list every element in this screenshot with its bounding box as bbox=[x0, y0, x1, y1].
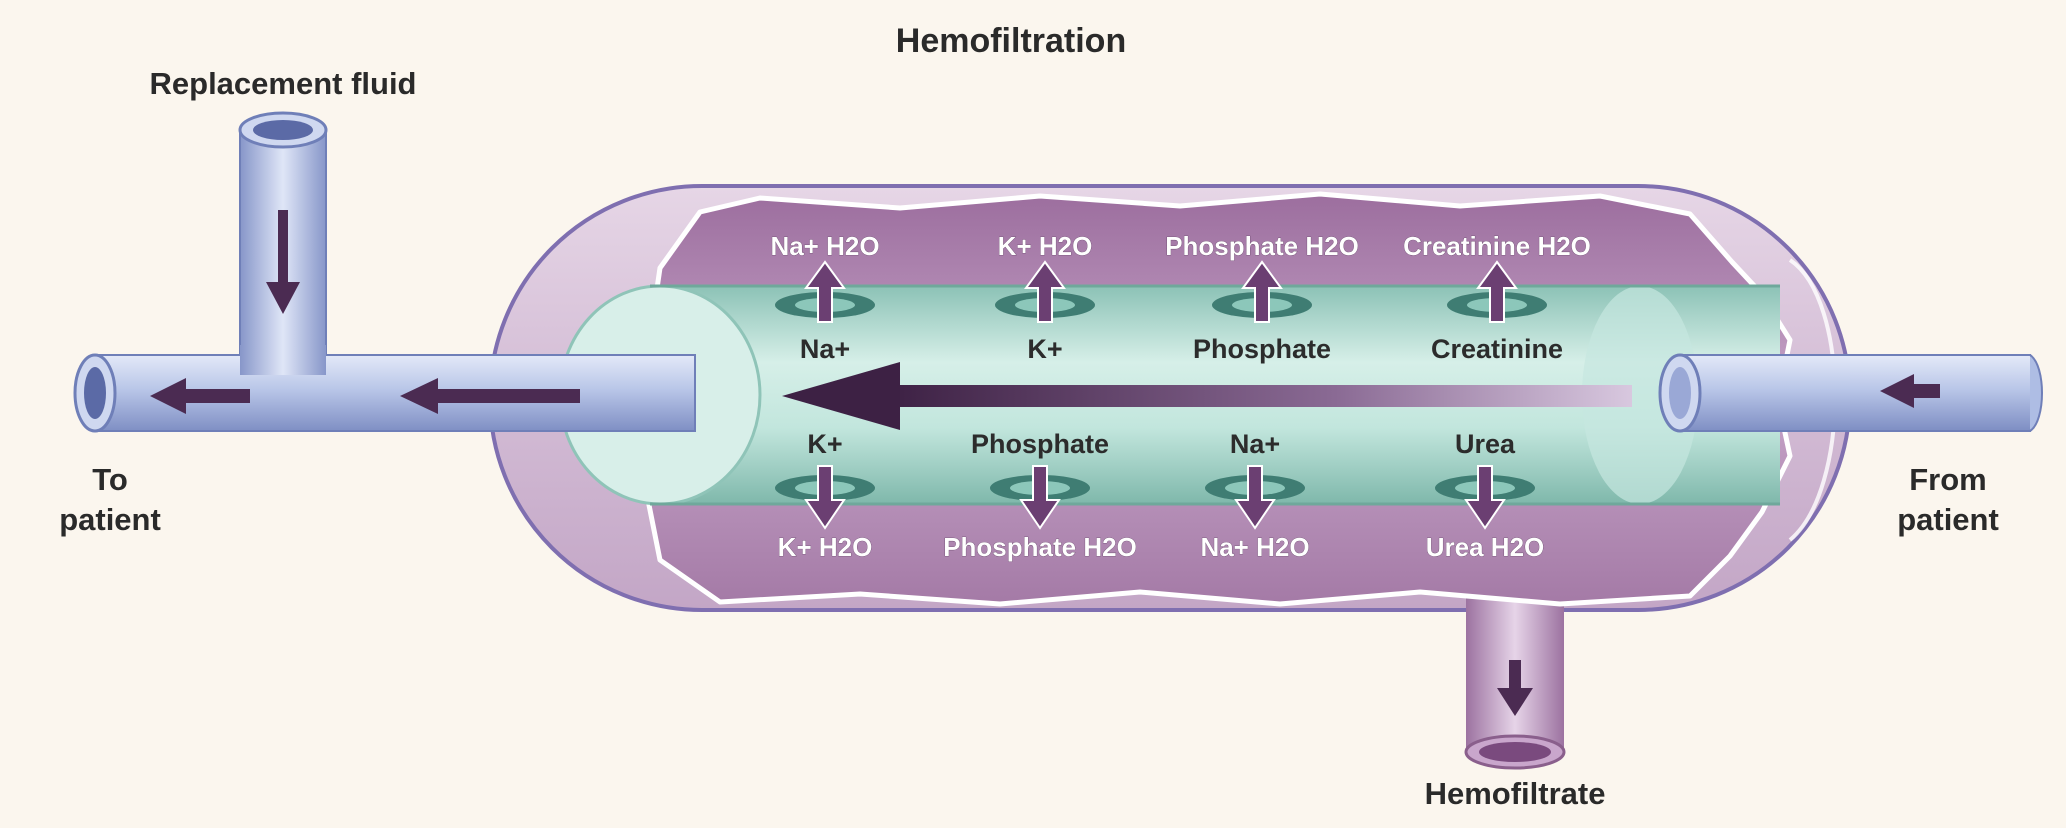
bottom-outer-label-4: Urea H2O bbox=[1426, 532, 1545, 562]
up-arrow-3 bbox=[1241, 260, 1283, 323]
up-arrow-4 bbox=[1476, 260, 1518, 323]
up-arrow-1 bbox=[804, 260, 846, 323]
blood-flow-arrow bbox=[782, 362, 1632, 430]
down-arrow-4 bbox=[1464, 465, 1506, 530]
top-inner-label-2: K+ bbox=[1027, 334, 1062, 364]
down-arrow-hemofiltrate-icon bbox=[1497, 660, 1533, 716]
bottom-outer-label-2: Phosphate H2O bbox=[943, 532, 1137, 562]
top-outer-label-4: Creatinine H2O bbox=[1403, 231, 1591, 261]
top-outer-label-1: Na+ H2O bbox=[770, 231, 879, 261]
left-arrow-from-patient-icon bbox=[1880, 374, 1940, 408]
to-patient-label-line2: patient bbox=[59, 502, 161, 537]
top-outer-label-3: Phosphate H2O bbox=[1165, 231, 1359, 261]
left-arrow-return-icon bbox=[400, 378, 580, 414]
from-patient-tube bbox=[1658, 353, 2043, 433]
hemofiltrate-label: Hemofiltrate bbox=[1425, 776, 1606, 811]
top-inner-label-3: Phosphate bbox=[1193, 334, 1331, 364]
top-outer-label-2: K+ H2O bbox=[998, 231, 1093, 261]
bottom-inner-label-4: Urea bbox=[1455, 429, 1516, 459]
bottom-outer-label-1: K+ H2O bbox=[778, 532, 873, 562]
up-arrow-2 bbox=[1024, 260, 1066, 323]
down-arrow-2 bbox=[1019, 465, 1061, 530]
from-patient-label-line1: From bbox=[1909, 462, 1987, 497]
replacement-fluid-label: Replacement fluid bbox=[150, 66, 417, 101]
bottom-inner-label-1: K+ bbox=[807, 429, 842, 459]
bottom-inner-label-2: Phosphate bbox=[971, 429, 1109, 459]
to-patient-label-line1: To bbox=[92, 462, 128, 497]
down-arrow-replacement-icon bbox=[266, 210, 300, 314]
down-arrow-1 bbox=[804, 465, 846, 530]
bottom-outer-label-3: Na+ H2O bbox=[1200, 532, 1309, 562]
bottom-inner-label-3: Na+ bbox=[1230, 429, 1280, 459]
up-arrows bbox=[804, 260, 1518, 323]
from-patient-label-line2: patient bbox=[1897, 502, 1999, 537]
diagram-title: Hemofiltration bbox=[896, 22, 1126, 60]
left-arrow-to-patient-icon bbox=[150, 378, 250, 414]
top-inner-label-4: Creatinine bbox=[1431, 334, 1563, 364]
top-inner-label-1: Na+ bbox=[800, 334, 850, 364]
down-arrows bbox=[804, 465, 1506, 530]
down-arrow-3 bbox=[1234, 465, 1276, 530]
